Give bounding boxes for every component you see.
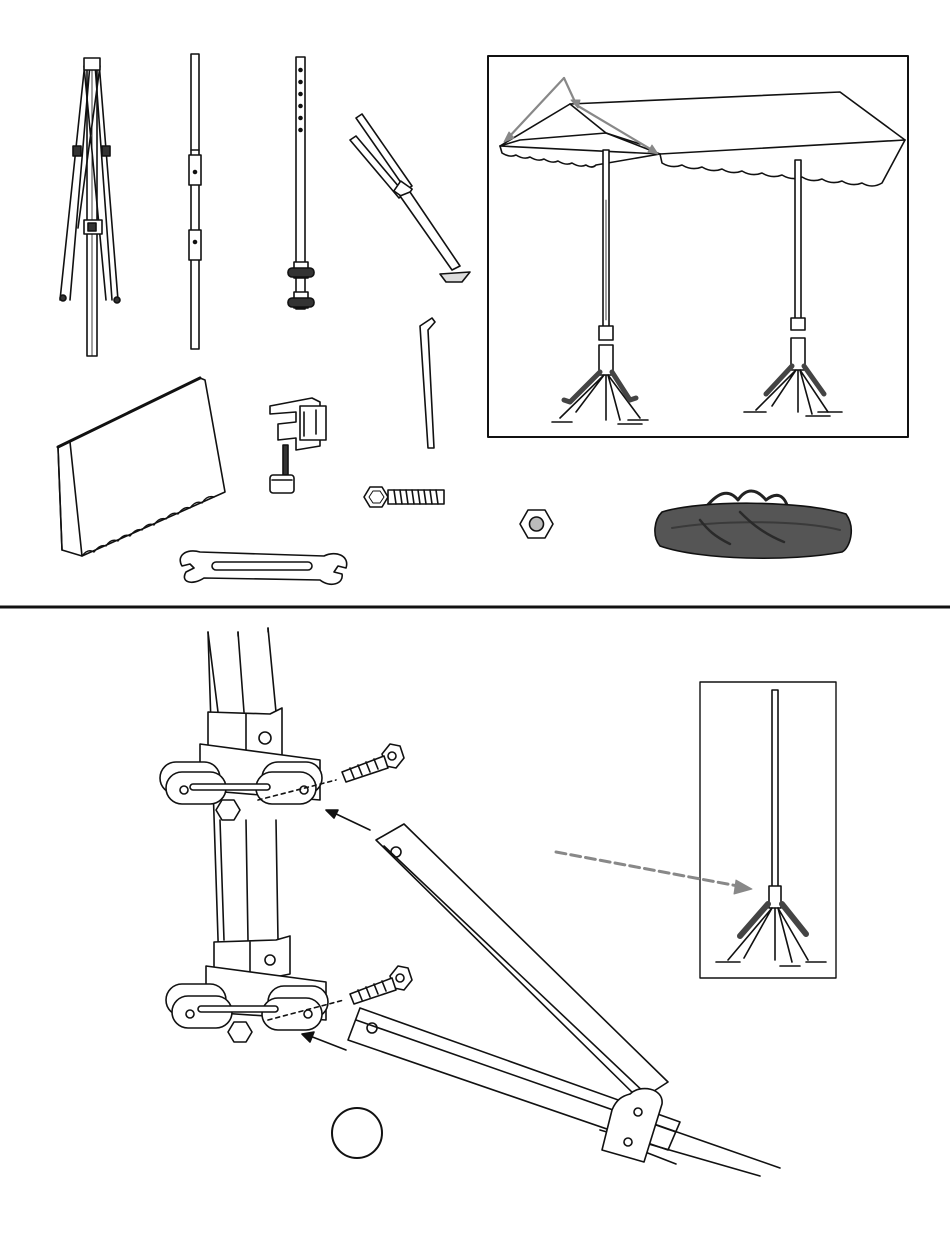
lower-bolt [350,966,412,1004]
hex-nut [520,510,553,538]
hex-bolt [364,487,444,507]
pole-detail [160,628,412,1050]
carry-bag [655,491,851,558]
lower-insert-arrow [302,1032,346,1050]
tripod-attachment-inset [700,682,836,978]
upper-bolt [342,744,404,782]
open-end-wrench [180,551,346,584]
lower-nut [228,1022,252,1042]
step-number-circle [331,1107,383,1159]
tent-stake [420,318,435,448]
segmented-pole [189,54,201,349]
hole-pole-with-clamps [288,57,314,309]
upper-nut [216,800,240,820]
table-clamp [270,398,326,493]
canopy-panel [58,378,225,556]
leg-brace-assembly [350,114,470,282]
tripod-leg-frame [60,58,120,356]
upper-insert-arrow [326,810,370,830]
assembled-canopy-inset [488,56,908,437]
